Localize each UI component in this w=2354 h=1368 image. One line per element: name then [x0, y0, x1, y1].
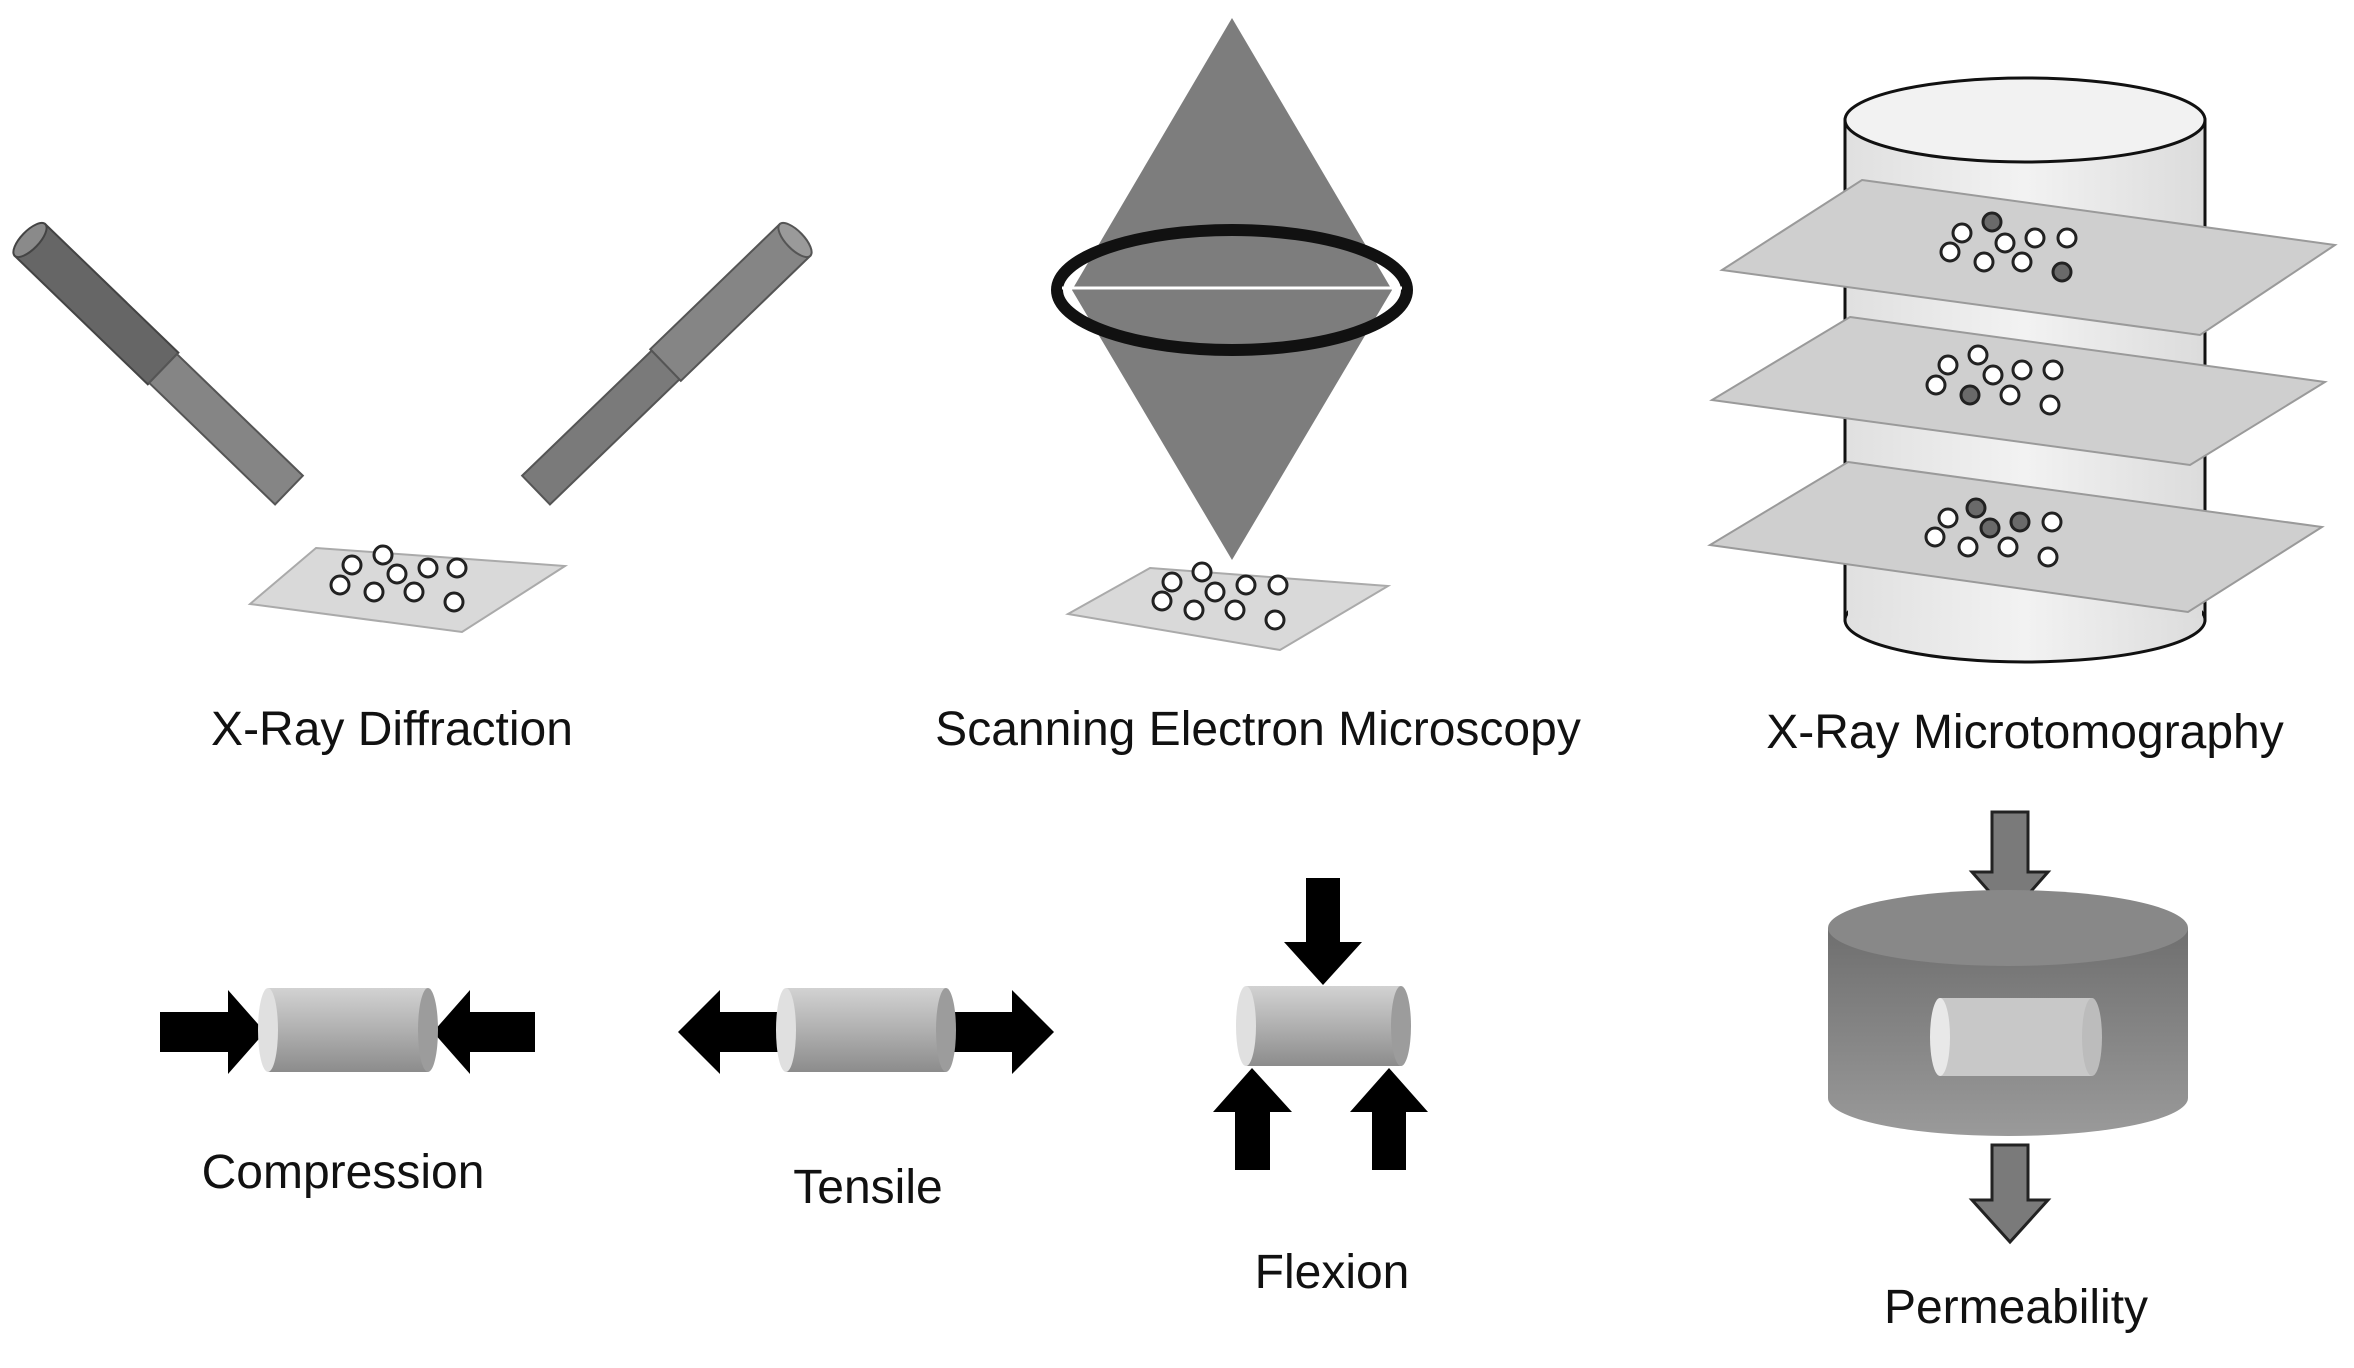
- tomography-slice-bottom: [1707, 460, 2325, 614]
- xray-source-tube: [12, 221, 305, 506]
- compression-specimen: [258, 988, 438, 1072]
- label-xray-diffraction: X-Ray Diffraction: [211, 703, 573, 756]
- sem-illustration: [1051, 18, 1413, 652]
- label-compression: Compression: [201, 1146, 485, 1199]
- xrd-illustration: [12, 221, 813, 634]
- permeability-illustration: [1828, 810, 2188, 1245]
- permeameter-cell: [1828, 890, 2188, 1136]
- flexion-arrow-top: [1284, 878, 1362, 985]
- compression-arrow-right: [433, 990, 535, 1074]
- flexion-specimen: [1236, 986, 1411, 1066]
- flexion-arrow-bottom-left: [1213, 1068, 1292, 1170]
- tensile-specimen: [776, 988, 956, 1072]
- tensile-arrow-left: [678, 990, 790, 1074]
- sem-particles: [1151, 561, 1289, 631]
- electromagnetic-lens: [1051, 224, 1413, 356]
- label-tensile: Tensile: [793, 1161, 943, 1214]
- tensile-arrow-right: [942, 990, 1054, 1074]
- flexion-illustration: [1213, 878, 1428, 1170]
- tomography-slice-middle: [1709, 315, 2328, 467]
- label-flexion: Flexion: [1254, 1246, 1410, 1299]
- label-xray-microtomography: X-Ray Microtomography: [1766, 706, 2284, 759]
- label-scanning-electron-microscopy: Scanning Electron Microscopy: [935, 703, 1581, 756]
- flow-arrow-out: [1968, 1143, 2052, 1245]
- xrd-particles: [329, 544, 468, 613]
- compression-illustration: [160, 988, 535, 1074]
- flexion-arrow-bottom-right: [1350, 1068, 1428, 1170]
- xmt-illustration: [1707, 76, 2338, 664]
- xray-detector-tube: [520, 221, 813, 506]
- tomography-slice-top: [1719, 178, 2338, 337]
- compression-arrow-left: [160, 990, 265, 1074]
- tensile-illustration: [678, 988, 1054, 1074]
- label-permeability: Permeability: [1883, 1281, 2149, 1334]
- cylinder-top: [1843, 76, 2207, 164]
